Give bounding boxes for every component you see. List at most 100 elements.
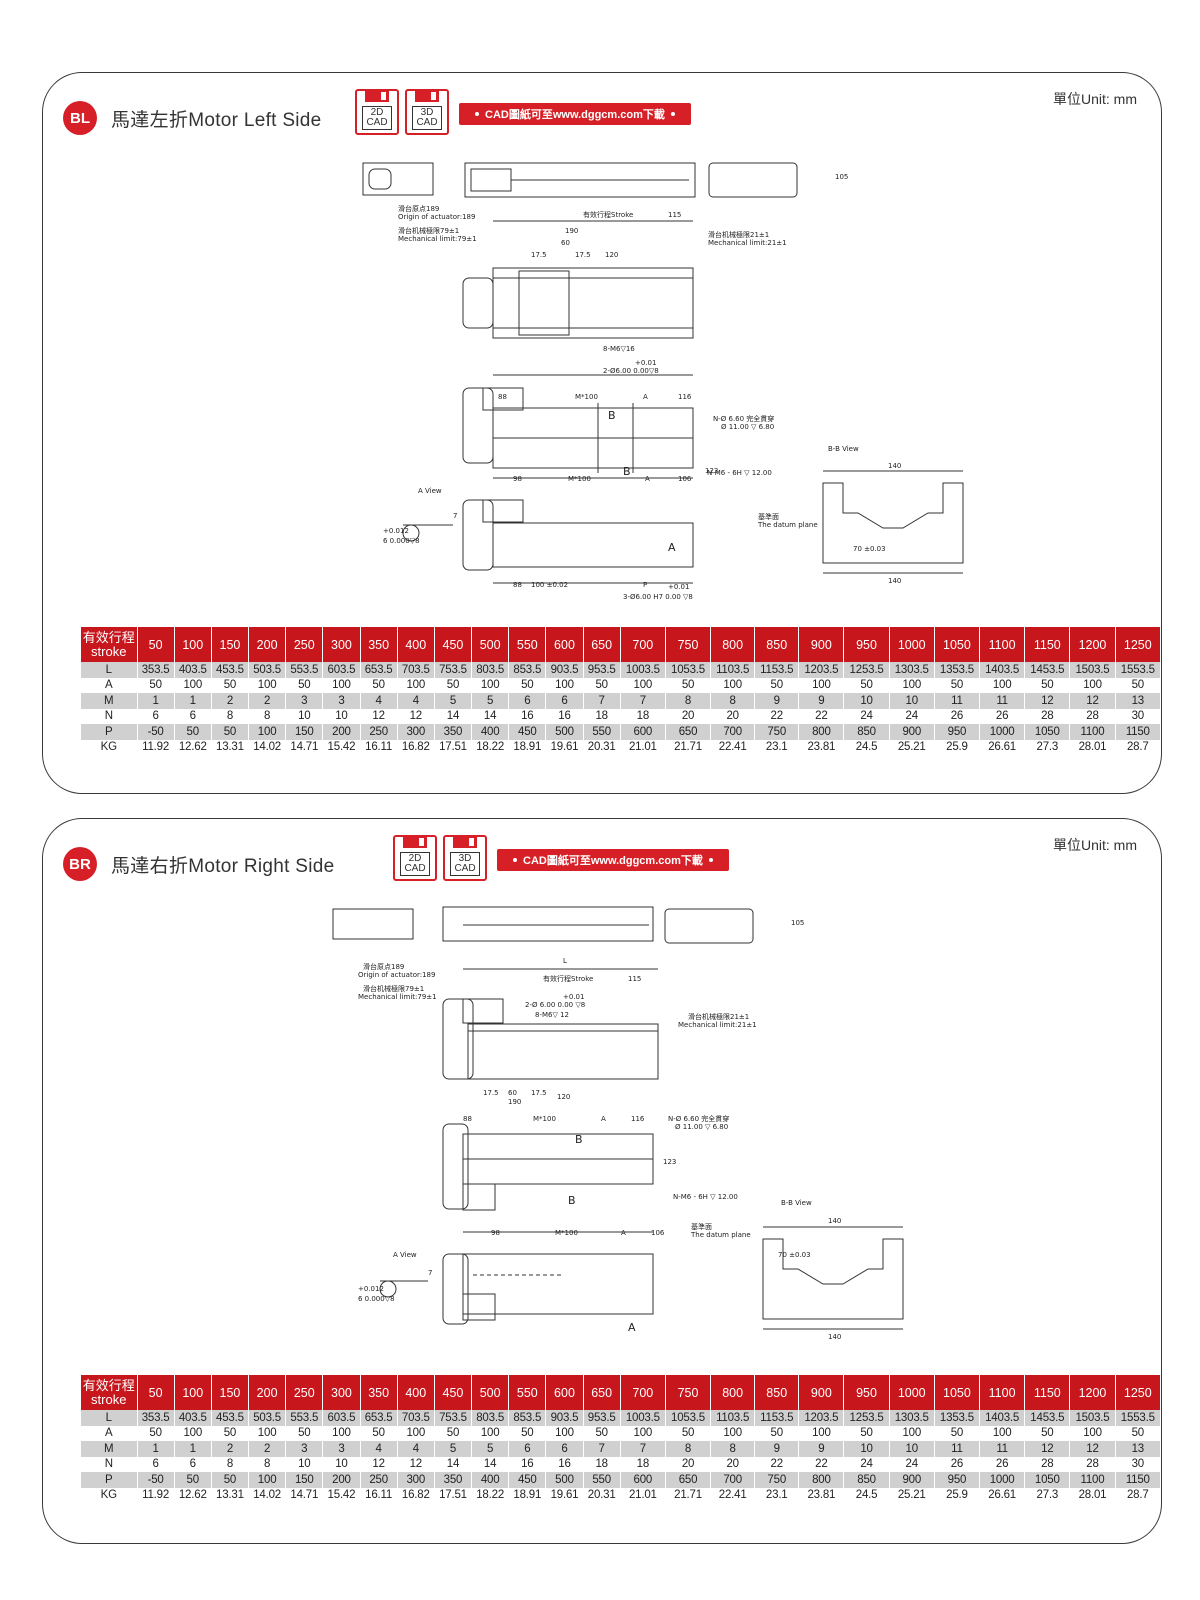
table-cell: 50 — [665, 677, 712, 693]
row-label: L — [81, 662, 138, 678]
dim-a-b: A — [621, 1229, 626, 1237]
cad-download-link[interactable]: CAD圖紙可至www.dggcm.com下載 — [497, 849, 729, 871]
table-cell: 1103.5 — [710, 662, 756, 678]
table-cell: 7 — [620, 693, 666, 709]
technical-drawing: 滑台原点189 Origin of actuator:189 滑台机械極限79±… — [343, 153, 1103, 623]
table-cell: 27.3 — [1024, 739, 1071, 755]
table-cell: 1253.5 — [843, 662, 890, 678]
table-cell: 12 — [1069, 1441, 1116, 1457]
origin-zh: 滑台原点189 — [363, 962, 404, 971]
stroke-col: 1200 — [1069, 1375, 1116, 1410]
table-cell: 803.5 — [471, 662, 510, 678]
table-cell: 600 — [620, 1472, 666, 1488]
table-cell: 353.5 — [137, 1410, 175, 1426]
table-cell: 450 — [508, 724, 547, 740]
table-cell: 5 — [434, 693, 473, 709]
row-label: L — [81, 1410, 138, 1426]
row-label: M — [81, 1441, 138, 1457]
dim-70: 70 ±0.03 — [778, 1251, 811, 1259]
table-cell: 100 — [979, 1425, 1026, 1441]
table-cell: 100 — [174, 677, 212, 693]
stroke-col: 500 — [471, 627, 510, 662]
cad-download-link[interactable]: CAD圖紙可至www.dggcm.com下載 — [459, 103, 691, 125]
table-cell: 9 — [798, 1441, 845, 1457]
table-cell: 703.5 — [397, 662, 435, 678]
table-cell: 50 — [211, 677, 250, 693]
table-cell: -50 — [137, 724, 175, 740]
table-cell: 6 — [174, 708, 212, 724]
row-label: P — [81, 724, 138, 740]
cad-2d-sub: CAD — [404, 863, 426, 874]
table-cell: 100 — [710, 677, 756, 693]
dim-m100-b: M*100 — [568, 475, 591, 483]
table-cell: 100 — [471, 1425, 510, 1441]
table-cell: 50 — [1115, 677, 1162, 693]
stroke-col: 800 — [710, 1375, 756, 1410]
table-cell: 400 — [471, 724, 510, 740]
cad-2d-label: 2D — [408, 853, 422, 864]
table-cell: 12 — [1024, 1441, 1071, 1457]
table-cell: 1000 — [979, 1472, 1026, 1488]
stroke-col: 500 — [471, 1375, 510, 1410]
stroke-col: 300 — [322, 627, 361, 662]
table-cell: 1503.5 — [1069, 1410, 1116, 1426]
table-cell: 21.71 — [665, 739, 712, 755]
stroke-col: 250 — [285, 1375, 324, 1410]
d-123: 123 — [705, 467, 718, 475]
table-cell: 8 — [248, 1456, 287, 1472]
table-cell: 50 — [434, 677, 473, 693]
table-cell: 14.02 — [248, 739, 287, 755]
table-cell: 6 — [137, 1456, 175, 1472]
n-hole: N-Ø 6.60 完全貫穿 — [668, 1114, 729, 1123]
dim-60: 60 — [561, 239, 570, 247]
row-label: KG — [81, 1487, 138, 1503]
table-cell: 13 — [1115, 1441, 1162, 1457]
stroke-header-en: stroke — [91, 1391, 127, 1407]
table-cell: 18 — [583, 1456, 621, 1472]
table-cell: 2 — [248, 1441, 287, 1457]
table-cell: 1 — [174, 1441, 212, 1457]
table-cell: 950 — [934, 724, 981, 740]
table-cell: 653.5 — [360, 662, 398, 678]
table-cell: 20 — [665, 708, 712, 724]
dim-190: 190 — [565, 227, 578, 235]
table-cell: 21.71 — [665, 1487, 712, 1503]
dim-60: 60 — [508, 1089, 517, 1097]
table-cell: 10 — [285, 1456, 324, 1472]
table-cell: 21.01 — [620, 739, 666, 755]
cad-3d-sub: CAD — [416, 117, 438, 128]
table-cell: 18.91 — [508, 739, 547, 755]
stroke-col: 300 — [322, 1375, 361, 1410]
stroke-col: 150 — [211, 627, 250, 662]
table-cell: 4 — [397, 1441, 435, 1457]
p-tol: +0.01 — [668, 583, 689, 591]
table-cell: 450 — [508, 1472, 547, 1488]
table-cell: 22.41 — [710, 739, 756, 755]
table-cell: 1053.5 — [665, 662, 712, 678]
a-view: A View — [393, 1251, 417, 1259]
table-cell: 1503.5 — [1069, 662, 1116, 678]
table-cell: 24 — [843, 708, 890, 724]
table-cell: 1453.5 — [1024, 662, 1071, 678]
table-cell: 4 — [397, 693, 435, 709]
table-cell: 750 — [754, 724, 800, 740]
table-cell: 26 — [979, 1456, 1026, 1472]
table-cell: 50 — [211, 724, 250, 740]
dim-140-bottom: 140 — [888, 577, 901, 585]
dim-17-5-a: 17.5 — [483, 1089, 499, 1097]
table-cell: 1203.5 — [798, 1410, 845, 1426]
table-cell: 50 — [1024, 1425, 1071, 1441]
unit-label: 單位Unit: mm — [1053, 837, 1137, 853]
section-title: 馬達右折Motor Right Side — [111, 856, 335, 877]
table-cell: 50 — [843, 677, 890, 693]
length-l: L — [563, 957, 567, 965]
